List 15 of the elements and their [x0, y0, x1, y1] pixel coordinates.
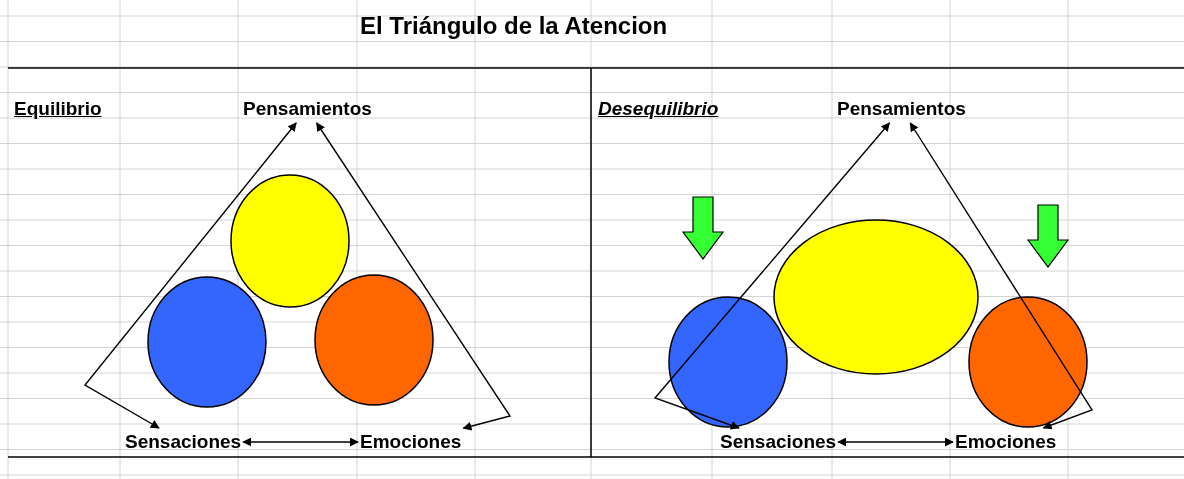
vertex-label: Sensaciones: [720, 430, 837, 454]
arrow: [83, 122, 297, 429]
vertex-label: Sensaciones: [125, 430, 242, 454]
arrow: [242, 437, 359, 447]
panel-heading: Equilibrio: [14, 97, 102, 121]
vertex-label: Pensamientos: [243, 97, 372, 121]
vertex-label: Pensamientos: [837, 97, 966, 121]
arrow: [909, 122, 1094, 430]
panel-heading: Desequilibrio: [598, 97, 719, 121]
arrow: [315, 122, 512, 431]
title: El Triángulo de la Atencion: [360, 14, 668, 38]
vertex-label: Emociones: [360, 430, 462, 454]
arrow: [653, 122, 891, 430]
vertex-label: Emociones: [955, 430, 1057, 454]
arrow: [837, 437, 954, 447]
